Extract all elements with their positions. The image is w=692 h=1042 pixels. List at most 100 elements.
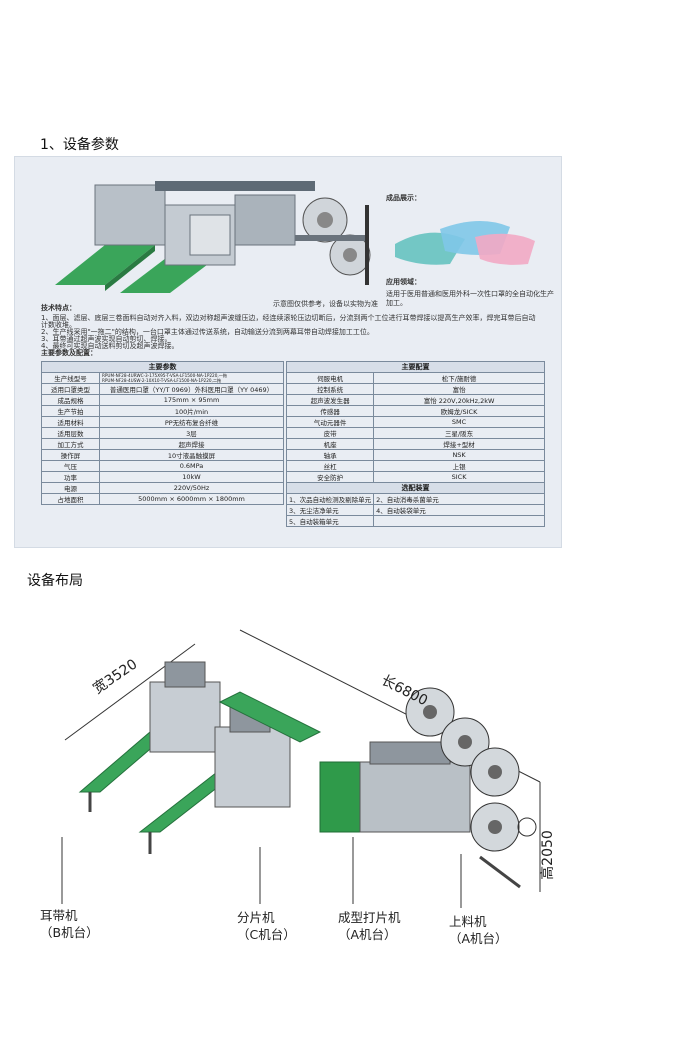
row-value: 10寸液晶触摸屏 (99, 449, 284, 461)
row-value: SICK (373, 471, 545, 483)
table-row: 控制系统富怡 (285, 383, 545, 395)
layout-drawing (61, 629, 541, 908)
row-value: 三星/阪东 (373, 427, 545, 439)
row-label: 皮带 (285, 427, 375, 439)
callout-sub: （A机台） (338, 927, 397, 942)
row-value: 焊接+型材 (373, 438, 545, 450)
table-row: 皮带三星/阪东 (285, 427, 545, 439)
row-value: 欧姆龙/SICK (373, 405, 545, 417)
section-title-layout: 设备布局 (27, 573, 83, 589)
application-desc: 适用于医用普通和医用外科一次性口罩的全自动化生产加工。 (386, 290, 554, 307)
options-header: 选配装置 (286, 482, 545, 494)
table-row: 适用口罩类型普通医用口罩（YY/T 0969）外科医用口罩（YY 0469） (41, 383, 284, 395)
row-label: 功率 (41, 471, 100, 483)
callout-ear-band-machine: 耳带机 （B机台） (40, 907, 99, 941)
application-title: 应用领域： (386, 278, 421, 286)
callout-splitter-machine: 分片机 （C机台） (237, 909, 296, 943)
callout-name: 耳带机 (40, 908, 78, 923)
tech-point: 4、最终可实现自动送料剪切及超声波焊接。 (41, 342, 179, 350)
row-value: 175mm × 95mm (99, 394, 284, 406)
callout-sub: （C机台） (237, 927, 296, 942)
row-label: 电源 (41, 482, 100, 494)
option-item (373, 515, 545, 527)
callout-name: 成型打片机 (338, 910, 401, 925)
option-item: 5、自动装箱单元 (285, 515, 375, 527)
height-dimension: 高2050 (539, 830, 556, 880)
row-label: 机座 (285, 438, 375, 450)
main-config-table: 主要配置 伺服电机松下/施耐德控制系统富怡超声波发生器富怡 220V,20kHz… (285, 361, 545, 527)
row-value: 0.6MPa (99, 460, 284, 472)
machine-photo (35, 165, 375, 297)
table-header: 主要配置 (286, 361, 545, 373)
table-row: 丝杠上银 (285, 460, 545, 472)
row-label: 适用材料 (41, 416, 100, 428)
tech-point: 1、面层、滤层、底层三卷面料自动对齐入料，双边对称超声波缝压边，经连续滚轮压边切… (41, 314, 536, 329)
option-item: 1、次品自动检测及剔除单元 (285, 493, 375, 505)
params-title: 主要参数及配置： (41, 349, 97, 357)
mask-photo (395, 220, 535, 265)
row-value: NSK (373, 449, 545, 461)
table-row: 超声波发生器富怡 220V,20kHz,2kW (285, 394, 545, 406)
row-value: 3层 (99, 427, 284, 439)
left-rows: 适用口罩类型普通医用口罩（YY/T 0969）外科医用口罩（YY 0469）成品… (41, 383, 284, 505)
row-label: 安全防护 (285, 471, 375, 483)
option-row: 5、自动装箱单元 (285, 515, 545, 527)
tech-point: 2、生产线采用"一拖二"的结构，一台口罩主体通过传送系统，自动输送分流到两幕耳带… (41, 328, 374, 336)
row-label: 成品规格 (41, 394, 100, 406)
row-value: 上银 (373, 460, 545, 472)
photo-note: 示意图仅供参考，设备以实物为准 (273, 300, 378, 308)
row-value: 富怡 (373, 383, 545, 395)
row-value: SMC (373, 416, 545, 428)
model-value: RPUM-NF28-4URWC-3-175X95-T-VSA-LF1500-NA… (102, 373, 228, 378)
row-label: 传感器 (285, 405, 375, 417)
tech-title: 技术特点： (41, 304, 76, 312)
row-label: 伺服电机 (285, 372, 375, 384)
row-value: 10kW (99, 471, 284, 483)
row-value: 普通医用口罩（YY/T 0969）外科医用口罩（YY 0469） (99, 383, 284, 395)
spec-sheet-image: 成品展示： 应用领域： 适用于医用普通和医用外科一次性口罩的全自动化生产加工。 … (14, 156, 562, 548)
row-label: 生产线型号 (41, 372, 100, 384)
row-value: PP无纺布复合纤维 (99, 416, 284, 428)
option-item: 3、无尘洁净单元 (285, 504, 375, 516)
row-value: 松下/施耐德 (373, 372, 545, 384)
row-label: 加工方式 (41, 438, 100, 450)
table-header: 主要参数 (41, 361, 284, 373)
row-label: 丝杠 (285, 460, 375, 472)
row-label: 适用口罩类型 (41, 383, 100, 395)
table-row: 机座焊接+型材 (285, 438, 545, 450)
row-label: 操作屏 (41, 449, 100, 461)
row-label: 轴承 (285, 449, 375, 461)
row-label: 生产节拍 (41, 405, 100, 417)
row-value: 100片/min (99, 405, 284, 417)
showcase-title: 成品展示： (386, 194, 421, 202)
section-title-params: 1、设备参数 (40, 137, 119, 152)
row-label: 超声波发生器 (285, 394, 375, 406)
table-row: 伺服电机松下/施耐德 (285, 372, 545, 384)
option-item: 2、自动消毒杀菌单元 (373, 493, 545, 505)
row-label: 控制系统 (285, 383, 375, 395)
callout-sub: （B机台） (40, 925, 99, 940)
row-label: 气压 (41, 460, 100, 472)
model-values: RPUM-NF28-4URWC-3-175X95-T-VSA-LF1500-NA… (99, 372, 284, 384)
main-params-table: 主要参数 生产线型号 RPUM-NF28-4URWC-3-175X95-T-VS… (41, 361, 284, 505)
table-row: 传感器欧姆龙/SICK (285, 405, 545, 417)
callout-forming-machine: 成型打片机 （A机台） (338, 909, 401, 943)
row-value: 超声焊接 (99, 438, 284, 450)
row-label: 气动元器件 (285, 416, 375, 428)
tech-point: 3、耳带通过超声波实现自动剪切、焊接。 (41, 335, 172, 343)
